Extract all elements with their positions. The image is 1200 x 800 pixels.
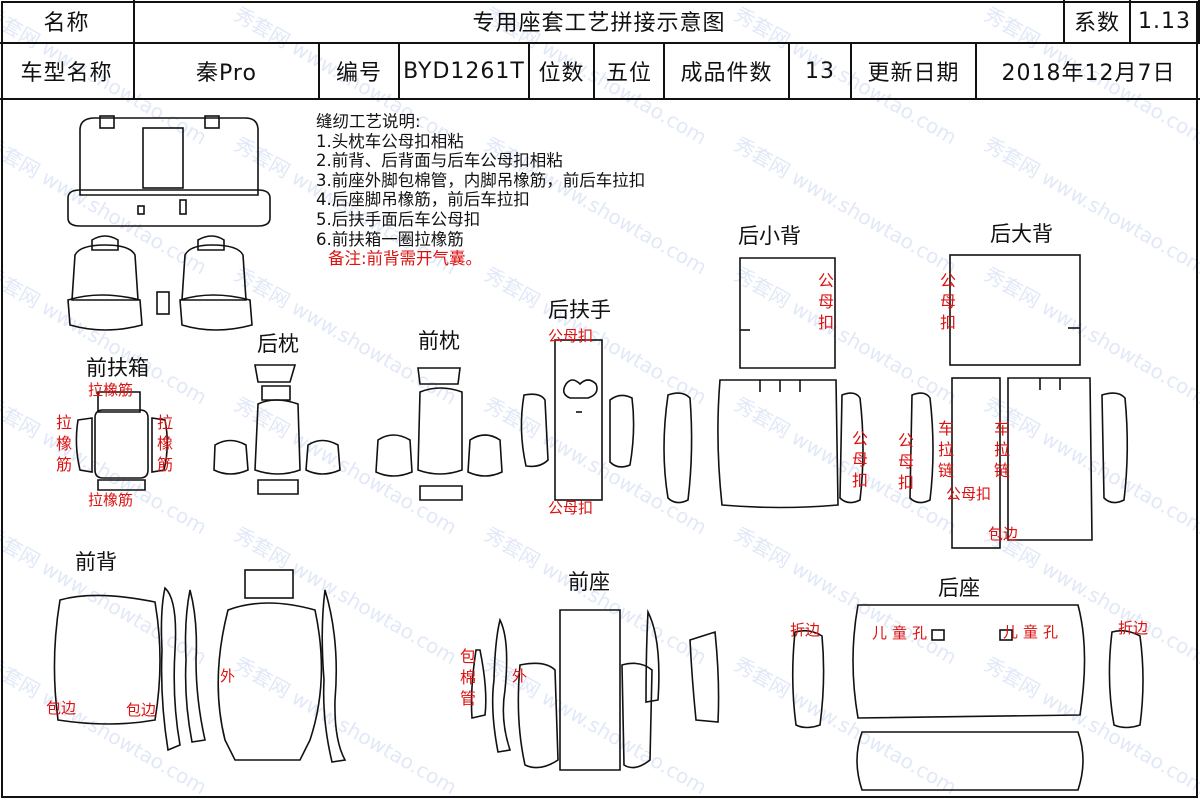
annotation-hem: 包边 <box>46 699 77 717</box>
annotation-zipper: 车拉链 <box>938 419 955 480</box>
front-headrest-pieces <box>375 367 503 501</box>
rear-headrest-pieces <box>213 364 341 495</box>
code-value: BYD1261T <box>400 44 530 100</box>
rear-bench-thumbnail <box>67 115 271 227</box>
name-label: 名称 <box>0 0 135 44</box>
annotation-snap: 公母扣 <box>946 485 992 503</box>
model-value: 秦Pro <box>135 44 320 100</box>
annotation-pull-elastic: 拉橡筋 <box>56 413 73 474</box>
rear-seat-pieces <box>791 604 1144 791</box>
section-label-front-armrest-box: 前扶箱 <box>86 356 149 380</box>
annotation-fold-edge: 折边 <box>790 621 821 639</box>
annotation-outer: 外 <box>220 667 236 685</box>
annotation-cotton-tube: 包棉管 <box>460 647 477 708</box>
annotation-outer: 外 <box>512 667 528 685</box>
section-label-front-seat: 前座 <box>568 570 610 594</box>
rear-big-back-pieces <box>909 254 1129 549</box>
section-label-rear-big-back: 后大背 <box>990 222 1053 246</box>
pieces-value: 13 <box>790 44 852 100</box>
note-item: 3.前座外脚包棉管，内脚吊橡筋，前后车拉扣 <box>316 170 646 190</box>
date-value: 2018年12月7日 <box>977 44 1200 100</box>
date-label: 更新日期 <box>852 44 977 100</box>
annotation-snap: 公母扣 <box>548 499 594 517</box>
note-item: 1.头枕车公母扣相粘 <box>316 131 464 151</box>
section-label-rear-seat: 后座 <box>938 576 980 600</box>
model-label: 车型名称 <box>0 44 135 100</box>
page-title: 专用座套工艺拼接示意图 <box>135 0 1065 44</box>
annotation-snap: 公母扣 <box>852 429 869 490</box>
section-label-rear-headrest: 后枕 <box>257 332 299 356</box>
notes-remark: 备注:前背需开气囊。 <box>328 249 483 269</box>
section-label-rear-armrest: 后扶手 <box>548 298 611 322</box>
notes-title: 缝纫工艺说明: <box>316 112 421 131</box>
front-back-pieces <box>53 569 347 763</box>
note-item: 2.前背、后背面与后车公母扣相粘 <box>316 151 563 171</box>
annotation-hem: 包边 <box>126 701 157 719</box>
section-label-front-headrest: 前枕 <box>418 329 460 353</box>
annotation-zipper: 车拉链 <box>994 419 1011 480</box>
annotation-pull-elastic: 拉橡筋 <box>157 413 174 474</box>
annotation-snap: 公母扣 <box>818 271 835 332</box>
annotation-hem: 包边 <box>988 525 1019 543</box>
seats-label: 位数 <box>530 44 595 100</box>
annotation-child-hole: 儿童孔 <box>872 624 933 642</box>
note-item: 4.后座脚吊橡筋，前后车拉扣 <box>316 190 530 210</box>
note-item: 6.前扶箱一圈拉橡筋 <box>316 229 464 249</box>
rear-armrest-pieces <box>520 339 635 501</box>
annotation-child-hole: 儿童孔 <box>1003 623 1064 641</box>
annotation-pull-elastic: 拉橡筋 <box>88 381 134 399</box>
section-label-rear-small-back: 后小背 <box>738 224 801 248</box>
pieces-label: 成品件数 <box>665 44 790 100</box>
coef-value: 1.13 <box>1131 0 1200 44</box>
section-label-front-back: 前背 <box>75 550 117 574</box>
annotation-snap: 公母扣 <box>940 271 957 332</box>
note-item: 5.后扶手面后车公母扣 <box>316 209 481 229</box>
front-seat-pieces <box>470 608 720 771</box>
front-armrest-box-pieces <box>75 391 169 491</box>
code-label: 编号 <box>320 44 400 100</box>
front-seats-thumbnail <box>67 235 253 331</box>
rear-small-back-pieces <box>663 257 864 509</box>
header-table: 名称 专用座套工艺拼接示意图 系数 1.13 车型名称 秦Pro 编号 BYD1… <box>0 0 1200 100</box>
annotation-snap: 公母扣 <box>548 327 594 345</box>
annotation-fold-edge: 折边 <box>1118 619 1149 637</box>
coef-label: 系数 <box>1065 0 1131 44</box>
annotation-snap: 公母扣 <box>898 431 915 492</box>
annotation-pull-elastic: 拉橡筋 <box>88 491 134 509</box>
sewing-notes: 缝纫工艺说明: 1.头枕车公母扣相粘 2.前背、后背面与后车公母扣相粘 3.前座… <box>316 112 645 269</box>
seats-value: 五位 <box>595 44 665 100</box>
